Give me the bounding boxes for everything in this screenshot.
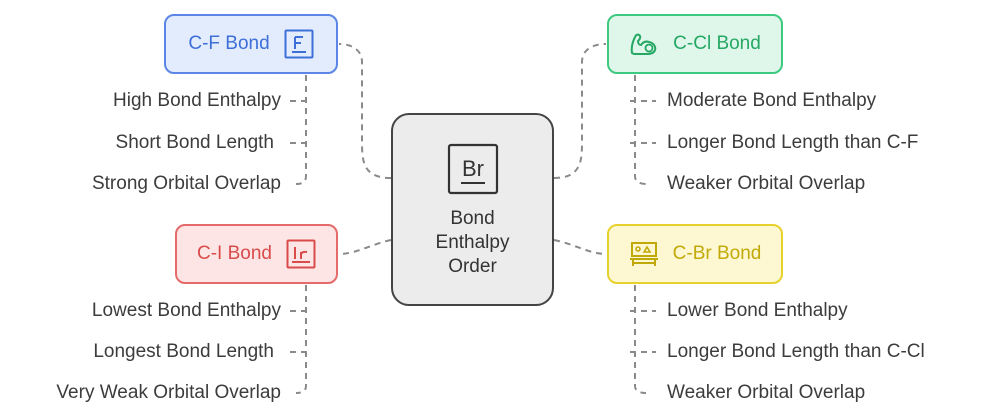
ci-item-lowest-bond-enthalpy: Lowest Bond Enthalpy <box>91 300 281 321</box>
cf-item-high-bond-enthalpy: High Bond Enthalpy <box>113 90 281 111</box>
ccl-bond-node: C-Cl Bond <box>607 14 783 74</box>
cbr-item-longer-bond-length: Longer Bond Length than C-Cl <box>667 341 925 362</box>
ci-bond-label: C-I Bond <box>197 243 272 264</box>
center-node: Br Bond Enthalpy Order <box>391 113 554 306</box>
cf-bond-node: C-F Bond <box>164 14 338 74</box>
cf-item-strong-orbital-overlap: Strong Orbital Overlap <box>91 173 281 194</box>
iodine-element-icon <box>286 239 316 269</box>
cbr-item-weaker-orbital-overlap: Weaker Orbital Overlap <box>667 382 866 403</box>
connector-center-ccl <box>553 43 607 179</box>
center-title: Bond Enthalpy Order <box>435 208 510 277</box>
connector-cf-items <box>295 75 307 185</box>
cbr-bond-node: C-Br Bond <box>607 224 783 284</box>
ccl-item-moderate-bond-enthalpy: Moderate Bond Enthalpy <box>667 90 877 111</box>
connector-ccl-items <box>634 75 647 185</box>
workbench-icon <box>629 240 659 268</box>
cf-bond-label: C-F Bond <box>188 33 270 54</box>
ccl-item-weaker-orbital-overlap: Weaker Orbital Overlap <box>667 173 866 194</box>
br-element-icon: Br <box>447 143 499 201</box>
flexed-arm-icon <box>629 31 659 57</box>
connector-center-cf <box>338 43 392 179</box>
connector-cbr-items <box>634 285 647 394</box>
ci-item-very-weak-orbital-overlap: Very Weak Orbital Overlap <box>56 382 281 403</box>
cbr-bond-label: C-Br Bond <box>672 243 762 264</box>
cbr-item-lower-bond-enthalpy: Lower Bond Enthalpy <box>667 300 848 321</box>
ccl-bond-label: C-Cl Bond <box>673 33 761 54</box>
connector-ci-items <box>295 285 307 394</box>
ccl-item-longer-bond-length: Longer Bond Length than C-F <box>667 132 919 153</box>
connector-center-cbr <box>553 239 607 255</box>
cf-item-short-bond-length: Short Bond Length <box>115 132 274 153</box>
svg-text:Br: Br <box>462 156 484 181</box>
fluorine-element-icon <box>284 29 314 59</box>
connector-center-ci <box>338 239 392 255</box>
ci-bond-node: C-I Bond <box>175 224 338 284</box>
ci-item-longest-bond-length: Longest Bond Length <box>93 341 274 362</box>
